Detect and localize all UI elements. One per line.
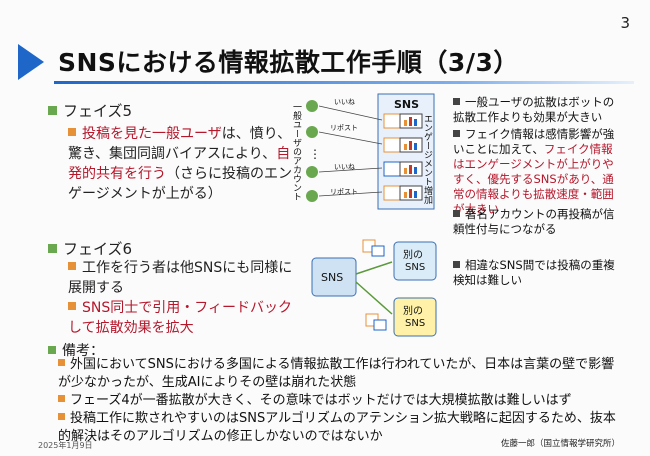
phase6-bullet-1: 工作を行う者は他SNSにも同様に展開する: [68, 258, 300, 298]
bullet-icon: [68, 128, 76, 136]
bullet-icon: [68, 262, 76, 270]
post-icon: [362, 239, 385, 257]
note-item-3-text: 投稿工作に欺されやすいのはSNSアルゴリズムのアテンション拡大戦略に起因するため…: [58, 411, 616, 444]
post-icon: [365, 313, 387, 331]
note-bullet-icon: [453, 98, 460, 105]
bullet-icon: [68, 302, 76, 310]
note-2-emphasis: フェイク情報はエンゲージメントが上がりやすく、優先するSNSがあり、通常の情報よ…: [453, 142, 614, 216]
notes-heading-text: 備考：: [62, 343, 104, 359]
page-number: 3: [620, 14, 630, 32]
like-label: いいね: [334, 163, 355, 171]
other-sns-box-1: [393, 241, 437, 281]
note-1-text: 一般ユーザの拡散はボットの拡散工作よりも効果が大きい: [453, 95, 615, 124]
phase6-bullet-2-text: SNS同士で引用・フィードバックして拡散効果を拡大: [68, 300, 292, 336]
accounts-vertical-label: 一般ユーザのアカウント: [291, 102, 302, 201]
post-icon: [383, 185, 423, 201]
phase5-text-2: （さらに投稿のエンゲージメントが上がる）: [68, 166, 292, 202]
note-bullet-icon: [453, 130, 460, 137]
user-icon: [306, 166, 318, 178]
phase5-emphasis-1: 投稿を見た一般ユーザ: [82, 126, 222, 142]
phase6-heading-text: フェイズ6: [63, 240, 133, 258]
bullet-icon: [58, 395, 65, 402]
repost-label: リポスト: [330, 188, 358, 196]
sns-panel-label: SNS: [394, 98, 419, 111]
note-4: 相違なSNS間では投稿の重複検知は難しい: [453, 258, 623, 288]
more-users-dots: ⋮: [309, 147, 321, 161]
note-3-text: 著名アカウントの再投稿が信頼性付与につながる: [453, 207, 615, 236]
repost-label: リポスト: [330, 124, 358, 132]
bullet-icon: [58, 359, 65, 366]
note-item-3: 投稿工作に欺されやすいのはSNSアルゴリズムのアテンション拡大戦略に起因するため…: [58, 410, 618, 446]
other-sns-box-2: [393, 297, 437, 337]
phase5-text-1: は、憤り、驚き、集団同調バイアスにより、: [68, 126, 292, 162]
title-bar: SNSにおける情報拡散工作手順（3/3）: [18, 40, 634, 84]
title-underline: [54, 81, 634, 84]
note-bullet-icon: [453, 261, 460, 268]
like-label: いいね: [334, 98, 355, 106]
note-item-2: フェーズ4が一番拡散が大きく、その意味ではボットだけでは大規模拡散は難しいはず: [58, 392, 618, 410]
notes-bullet-icon: [48, 346, 56, 354]
sns-box: [311, 257, 357, 297]
note-1: 一般ユーザの拡散はボットの拡散工作よりも効果が大きい: [453, 95, 623, 125]
phase5-body: 投稿を見た一般ユーザは、憤り、驚き、集団同調バイアスにより、自発的共有を行う（さ…: [68, 124, 300, 204]
title-arrow-icon: [18, 44, 44, 80]
note-3: 著名アカウントの再投稿が信頼性付与につながる: [453, 207, 623, 237]
footer-date: 2025年1月9日: [38, 441, 93, 450]
bullet-icon: [58, 413, 65, 420]
post-icon: [383, 113, 423, 129]
engagement-label: エンゲージメント増加: [422, 114, 433, 205]
user-icon: [306, 126, 318, 138]
page-title: SNSにおける情報拡散工作手順（3/3）: [58, 48, 519, 77]
phase5-emphasis-2: 自発的共有を行う: [68, 146, 291, 182]
phase5-heading-text: フェイズ5: [63, 102, 133, 120]
arrows: [318, 105, 383, 197]
note-bullet-icon: [453, 210, 460, 217]
sns-box-label: SNS: [321, 271, 343, 284]
note-item-2-text: フェーズ4が一番拡散が大きく、その意味ではボットだけでは大規模拡散は難しいはず: [70, 393, 572, 408]
user-icon: [306, 190, 318, 202]
user-icon: [306, 100, 318, 112]
notes-heading: 備考：: [48, 340, 104, 360]
phase6-bullet-2: SNS同士で引用・フィードバックして拡散効果を拡大: [68, 298, 300, 338]
post-icon: [383, 137, 423, 153]
note-item-1: 外国においてSNSにおける多国による情報拡散工作は行われていたが、日本は言葉の壁…: [58, 356, 618, 392]
note-2-text: フェイク情報は感情影響が強いことに加えて、: [453, 127, 615, 156]
phase-bullet-icon: [48, 106, 57, 115]
note-item-1-text: 外国においてSNSにおける多国による情報拡散工作は行われていたが、日本は言葉の壁…: [58, 357, 615, 390]
footer-author: 佐藤一郎（国立情報学研究所）: [500, 439, 620, 449]
phase6-heading: フェイズ6: [48, 238, 132, 259]
phase6-bullet-1-text: 工作を行う者は他SNSにも同様に展開する: [68, 260, 293, 296]
phase-bullet-icon: [48, 244, 57, 253]
note-4-text: 相違なSNS間では投稿の重複検知は難しい: [453, 258, 615, 287]
flow-arrows: [355, 261, 393, 315]
note-2: フェイク情報は感情影響が強いことに加えて、フェイク情報はエンゲージメントが上がり…: [453, 127, 623, 217]
engagement-diagram: SNS エンゲージメント増加 一般ユーザのアカウント ⋮: [291, 93, 435, 210]
post-icon: [383, 161, 423, 177]
phase5-heading: フェイズ5: [48, 100, 132, 121]
